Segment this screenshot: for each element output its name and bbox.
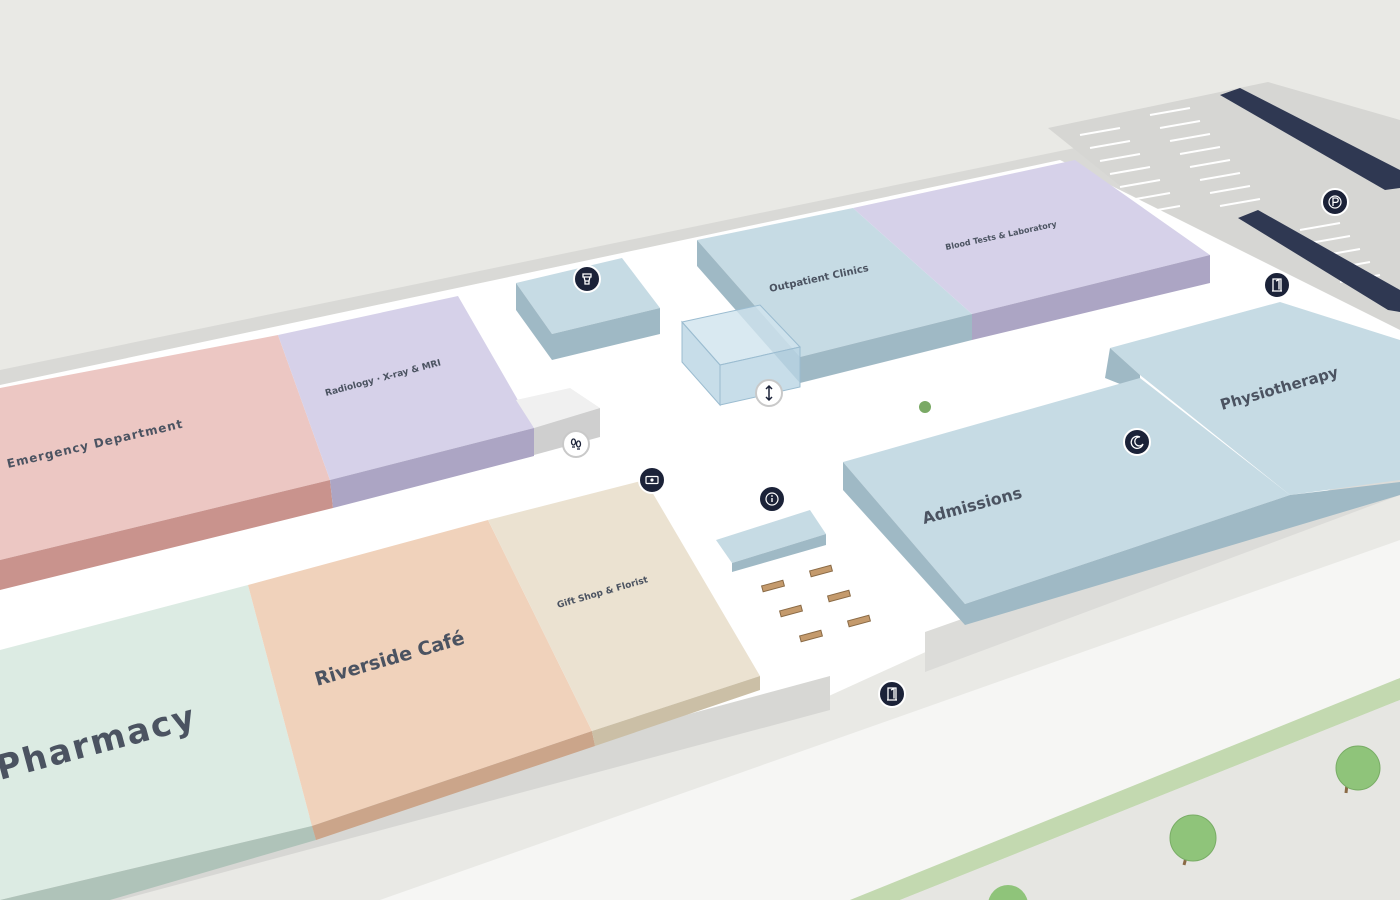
room-admissions-side: [843, 462, 965, 625]
restroom-block-side: [516, 283, 552, 360]
restroom-block-top: [516, 258, 660, 334]
poi-atm[interactable]: [638, 466, 666, 494]
parked-cars: [1220, 88, 1400, 312]
info-icon: [765, 492, 779, 506]
poi-entrance-south[interactable]: [878, 680, 906, 708]
room-emergency-top[interactable]: [0, 335, 330, 560]
poi-marker: [1123, 428, 1151, 456]
room-outpatient-front: [800, 314, 972, 383]
toilet-icon: [582, 273, 592, 285]
poi-footprints[interactable]: [562, 430, 590, 458]
cash-icon: [645, 475, 659, 485]
poi-restroom[interactable]: [573, 265, 601, 293]
room-radiology-side: [330, 428, 534, 508]
parking-stripes: [1079, 107, 1381, 283]
room-physio-top[interactable]: [1110, 302, 1400, 495]
room-pharmacy-top[interactable]: [0, 585, 312, 900]
restroom-block-front: [552, 308, 660, 360]
parking-lot: [1048, 82, 1400, 350]
service-block-side: [534, 408, 600, 455]
parking-icon: [1328, 195, 1342, 209]
room-giftshop-side: [592, 676, 760, 746]
poi-marker: [1263, 271, 1291, 299]
poi-marker: [573, 265, 601, 293]
info-desk-front: [732, 534, 826, 572]
info-desk-top: [716, 510, 826, 563]
poi-marker: [878, 680, 906, 708]
room-admissions-top[interactable]: [843, 378, 1290, 604]
moon-icon: [1130, 435, 1144, 449]
poi-entrance-east[interactable]: [1263, 271, 1291, 299]
street-trees: [988, 745, 1381, 900]
door-icon: [887, 687, 897, 701]
room-pharmacy-side: [0, 826, 316, 900]
room-admissions-front: [965, 482, 1400, 625]
poi-info[interactable]: [758, 485, 786, 513]
grass-strip: [850, 678, 1400, 900]
poi-parking[interactable]: [1321, 188, 1349, 216]
sidewalk: [900, 700, 1400, 900]
poi-elevator[interactable]: [755, 379, 783, 407]
room-cafe-side: [312, 731, 595, 840]
service-block-top: [516, 388, 600, 428]
street: [380, 540, 1400, 900]
elevator-icon: [765, 384, 773, 402]
door-icon: [1272, 278, 1282, 292]
room-cafe-top[interactable]: [248, 520, 592, 826]
room-lab-top[interactable]: [853, 160, 1210, 314]
footprints-icon: [570, 438, 582, 450]
room-giftshop-top[interactable]: [488, 480, 760, 731]
poi-prayer-room[interactable]: [1123, 428, 1151, 456]
room-radiology-top[interactable]: [278, 296, 534, 480]
indoor-plant: [919, 401, 931, 413]
room-lab-front: [972, 255, 1210, 340]
room-outpatient-top[interactable]: [697, 208, 972, 357]
benches: [760, 564, 872, 643]
room-emergency-side: [0, 480, 333, 590]
